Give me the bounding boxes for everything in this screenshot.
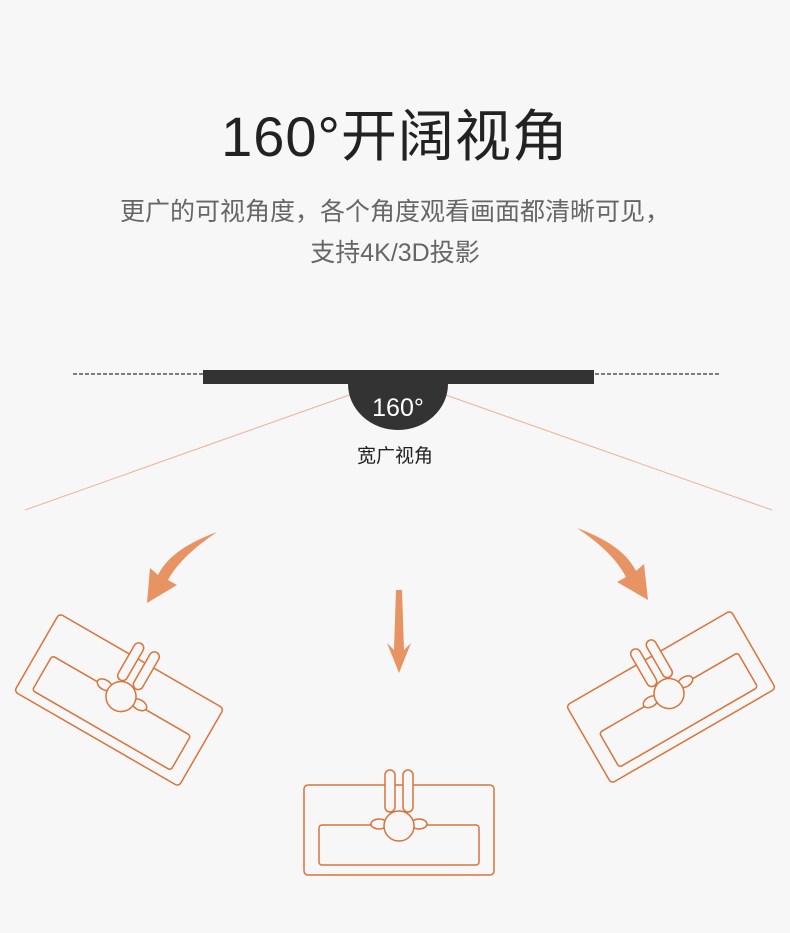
subtitle-line-2: 支持4K/3D投影 (310, 239, 480, 267)
viewer-seat-left (13, 599, 233, 788)
angle-badge (348, 384, 448, 430)
view-label: 宽广视角 (356, 446, 433, 467)
angle-line-right (439, 392, 773, 511)
page-title: 160°开阔视角 (221, 105, 569, 168)
screen (203, 370, 594, 384)
angle-line-left (24, 392, 356, 511)
viewing-angle-illustration: 160° (13, 370, 777, 876)
viewer-seat-right (557, 596, 777, 785)
viewer-seat-center (303, 769, 495, 876)
subtitle-line-1: 更广的可视角度，各个角度观看画面都清晰可见， (119, 198, 670, 226)
arrow-right-curve-icon (577, 528, 648, 600)
angle-badge-text: 160° (372, 394, 424, 422)
arrow-down-icon (387, 590, 411, 673)
arrow-left-curve-icon (147, 532, 217, 603)
page-subtitle: 更广的可视角度，各个角度观看画面都清晰可见， 支持4K/3D投影 (0, 192, 790, 274)
